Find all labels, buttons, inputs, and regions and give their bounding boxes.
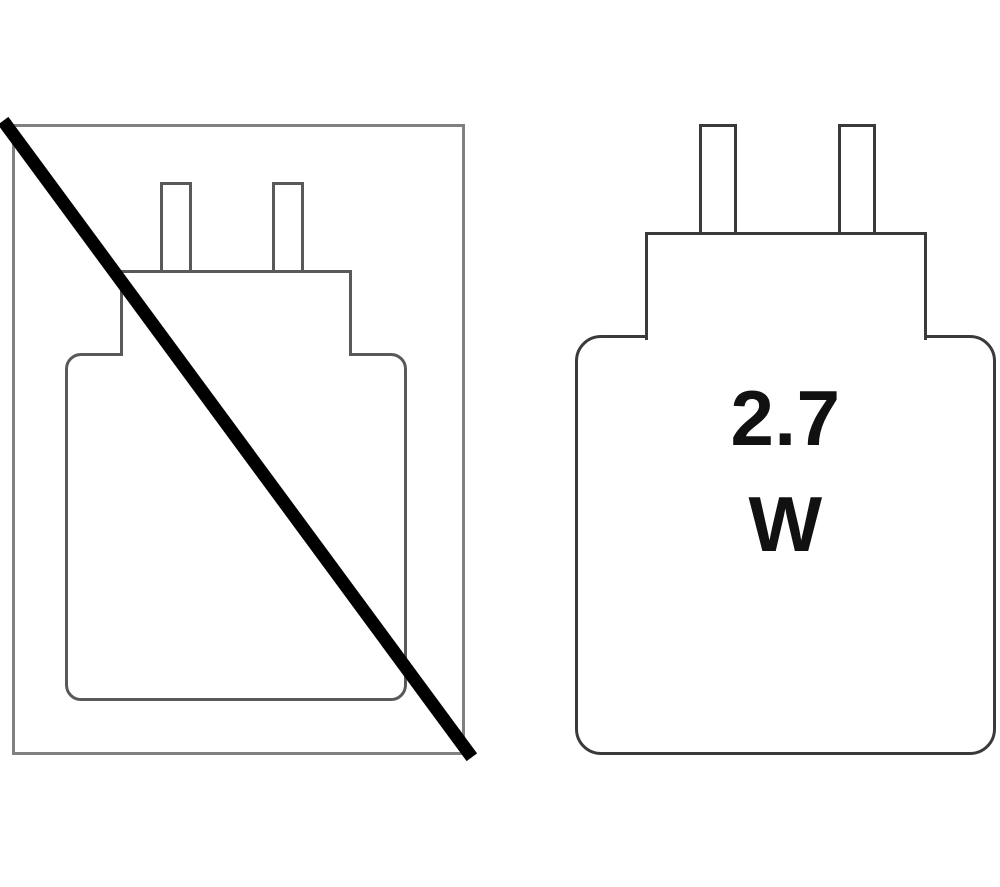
excluded-charger-neck-joint-mask [123, 350, 349, 358]
excluded-charger-neck [120, 270, 352, 356]
included-charger-panel: 2.7 W [575, 124, 996, 757]
included-charger-neck [645, 232, 927, 340]
included-charger-pin-left-icon [699, 124, 737, 234]
wattage-value: 2.7 [730, 374, 841, 462]
wattage-label: 2.7 W [575, 374, 996, 568]
excluded-charger-pin-right-icon [272, 182, 304, 272]
excluded-charger-body [65, 353, 407, 701]
excluded-charger-panel [0, 116, 478, 762]
wattage-unit: W [748, 479, 823, 568]
included-charger-neck-joint-mask [648, 332, 924, 340]
excluded-charger-pin-left-icon [160, 182, 192, 272]
included-charger-pin-right-icon [838, 124, 876, 234]
included-charger-body [575, 335, 996, 755]
